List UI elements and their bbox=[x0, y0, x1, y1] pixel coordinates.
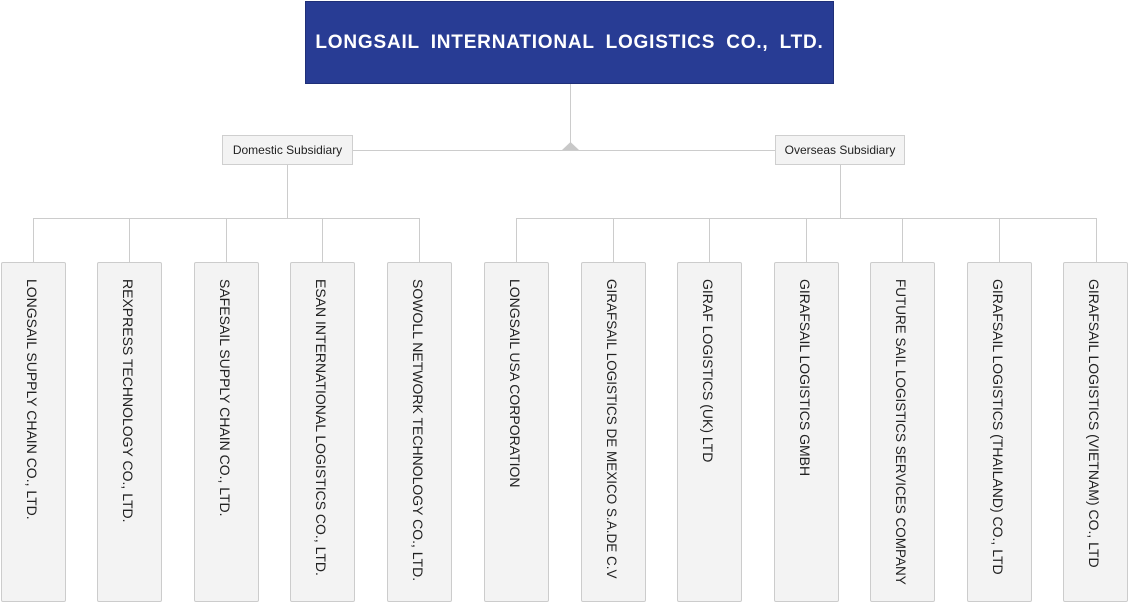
subsidiary-box: ESAN INTERNATIONAL LOGISTICS CO., LTD. bbox=[290, 262, 355, 602]
subsidiary-box: SOWOLL NETWORK TECHNOLOGY CO., LTD. bbox=[387, 262, 452, 602]
subsidiary-label: SOWOLL NETWORK TECHNOLOGY CO., LTD. bbox=[410, 279, 426, 582]
subsidiary-box: LONGSAIL SUPPLY CHAIN CO., LTD. bbox=[1, 262, 66, 602]
subsidiary-label: LONGSAIL USA CORPORATION bbox=[507, 279, 523, 488]
subsidiary-box: SAFESAIL SUPPLY CHAIN CO., LTD. bbox=[194, 262, 259, 602]
subsidiary-label: GIRAFSAIL LOGISTICS (VIETNAM) CO., LTD bbox=[1086, 279, 1102, 568]
subsidiary-box: LONGSAIL USA CORPORATION bbox=[484, 262, 549, 602]
subsidiary-label: REXPRESS TECHNOLOGY CO., LTD. bbox=[120, 279, 136, 523]
subsidiary-box: GIRAFSAIL LOGISTICS (THAILAND) CO., LTD bbox=[967, 262, 1032, 602]
branch-overseas-subsidiary: Overseas Subsidiary bbox=[775, 135, 905, 165]
subsidiary-label: ESAN INTERNATIONAL LOGISTICS CO., LTD. bbox=[313, 279, 329, 576]
root-company-label: LONGSAIL INTERNATIONAL LOGISTICS CO., LT… bbox=[315, 31, 824, 53]
subsidiary-box: GIRAFSAIL LOGISTICS (VIETNAM) CO., LTD bbox=[1063, 262, 1128, 602]
branch-label: Overseas Subsidiary bbox=[784, 143, 896, 157]
subsidiary-label: GIRAFSAIL LOGISTICS (THAILAND) CO., LTD bbox=[990, 279, 1006, 575]
subsidiary-box: REXPRESS TECHNOLOGY CO., LTD. bbox=[97, 262, 162, 602]
subsidiary-label: GIRAFSAIL LOGISTICS DE MEXICO S.A.DE C.V bbox=[604, 279, 619, 579]
subsidiary-box: FUTURE SAIL LOGISTICS SERVICES COMPANY bbox=[870, 262, 935, 602]
branch-label: Domestic Subsidiary bbox=[232, 143, 343, 157]
subsidiary-label: SAFESAIL SUPPLY CHAIN CO., LTD. bbox=[217, 279, 233, 517]
subsidiary-label: LONGSAIL SUPPLY CHAIN CO., LTD. bbox=[24, 279, 40, 520]
subsidiary-label: FUTURE SAIL LOGISTICS SERVICES COMPANY bbox=[893, 279, 908, 585]
subsidiary-box: GIRAF LOGISTICS (UK) LTD bbox=[677, 262, 742, 602]
subsidiary-label: GIRAF LOGISTICS (UK) LTD bbox=[700, 279, 716, 463]
junction-arrow-icon bbox=[562, 142, 579, 150]
root-company-box: LONGSAIL INTERNATIONAL LOGISTICS CO., LT… bbox=[305, 1, 834, 84]
branch-domestic-subsidiary: Domestic Subsidiary bbox=[222, 135, 353, 165]
subsidiary-box: GIRAFSAIL LOGISTICS GMBH bbox=[774, 262, 839, 602]
subsidiary-box: GIRAFSAIL LOGISTICS DE MEXICO S.A.DE C.V bbox=[581, 262, 646, 602]
subsidiary-label: GIRAFSAIL LOGISTICS GMBH bbox=[797, 279, 813, 477]
